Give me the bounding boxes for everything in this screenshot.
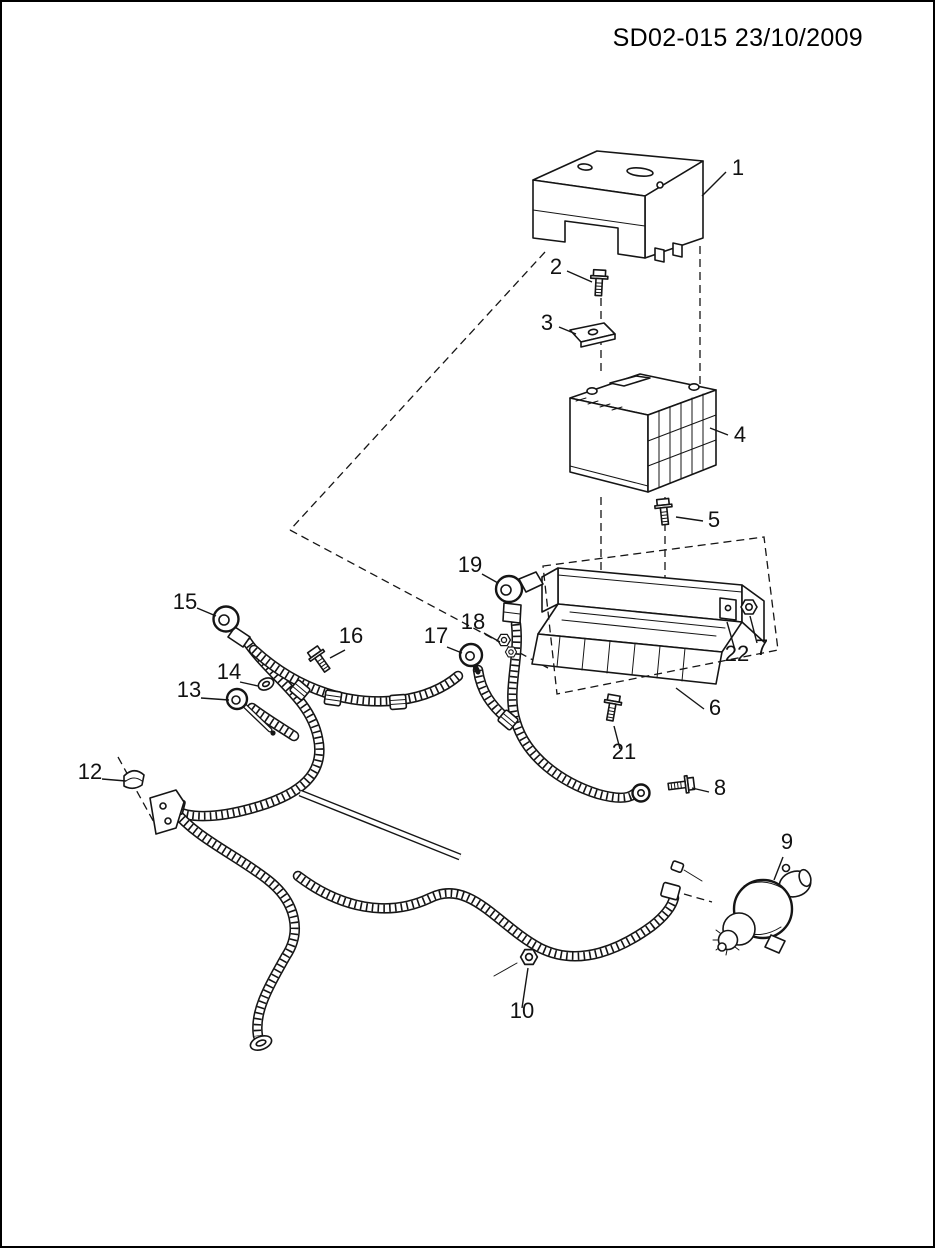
callout-13: 13 (177, 677, 201, 702)
cable-clip (323, 689, 343, 707)
callout-22: 22 (725, 641, 749, 666)
callout-14: 14 (217, 659, 241, 684)
callout-16: 16 (339, 623, 363, 648)
callout-5: 5 (708, 507, 720, 532)
callout-8: 8 (714, 775, 726, 800)
mount-bracket-part (149, 789, 185, 835)
callout-17: 17 (424, 623, 448, 648)
callout-6: 6 (709, 695, 721, 720)
battery-cover-part (532, 150, 704, 263)
callout-18: 18 (461, 609, 485, 634)
starter-motor-part (712, 863, 812, 956)
callout-7: 7 (756, 635, 768, 660)
fitting-14-part (257, 677, 275, 691)
ring-terminal-17-part (458, 642, 484, 675)
callout-3: 3 (541, 310, 553, 335)
drawing-number: SD02-015 23/10/2009 (612, 24, 863, 52)
nut-10-part (493, 948, 539, 977)
clip-12-part (123, 769, 145, 790)
callout-12: 12 (78, 759, 102, 784)
callout-19: 19 (458, 552, 482, 577)
callouts: 1 2 3 4 5 6 7 8 9 10 12 13 14 15 16 17 1… (78, 155, 793, 1023)
small-connector (670, 860, 685, 873)
callout-2: 2 (550, 254, 562, 279)
battery-tray-part (531, 567, 765, 685)
nut-7-part (740, 599, 758, 615)
bolt-5-part (653, 497, 675, 527)
bolt-8-part (666, 774, 696, 796)
callout-15: 15 (173, 589, 197, 614)
cable-clip (388, 693, 408, 711)
ring-terminal-13-part (225, 687, 276, 736)
bolt-21-part (600, 692, 624, 723)
retainer-3-part (569, 322, 616, 348)
callout-4: 4 (734, 422, 746, 447)
bolt-16-part (304, 643, 335, 676)
ring-terminal-15-part (212, 605, 251, 648)
battery-part (569, 373, 717, 493)
bolt-2-part (589, 268, 609, 297)
callout-1: 1 (732, 155, 744, 180)
callout-21: 21 (612, 739, 636, 764)
boot-terminal-19-part (494, 571, 544, 624)
tray-alignment-box (542, 536, 779, 695)
cable-harness-part (165, 624, 713, 1051)
leader-lines (101, 171, 784, 1009)
callout-9: 9 (781, 829, 793, 854)
callout-10: 10 (510, 998, 534, 1023)
starter-cable-connector (660, 881, 681, 901)
